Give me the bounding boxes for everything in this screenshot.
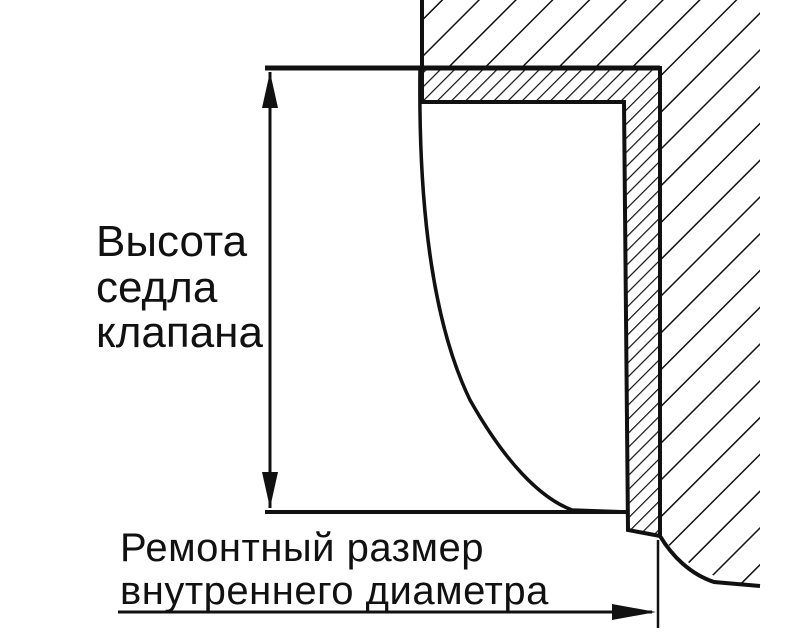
repair-diameter-label-line-2: внутреннего диаметра	[120, 569, 549, 613]
seat-height-arrow-top	[262, 72, 278, 108]
repair-diameter-label-line-1: Ремонтный размер	[120, 526, 484, 570]
seat-height-arrow-bottom	[262, 472, 278, 508]
seat-height-label-line-3: клапана	[96, 308, 263, 357]
valve-seat-insert-hatched-region	[420, 66, 662, 539]
repair-diameter-arrow	[612, 604, 656, 620]
cylinder-head-hatched-region	[422, 0, 760, 586]
seat-height-label-line-2: седла	[96, 263, 218, 312]
seat-height-label-line-1: Высота	[96, 217, 248, 266]
valve-profile-curve	[418, 67, 629, 514]
cylinder-head-outline	[420, 0, 761, 588]
